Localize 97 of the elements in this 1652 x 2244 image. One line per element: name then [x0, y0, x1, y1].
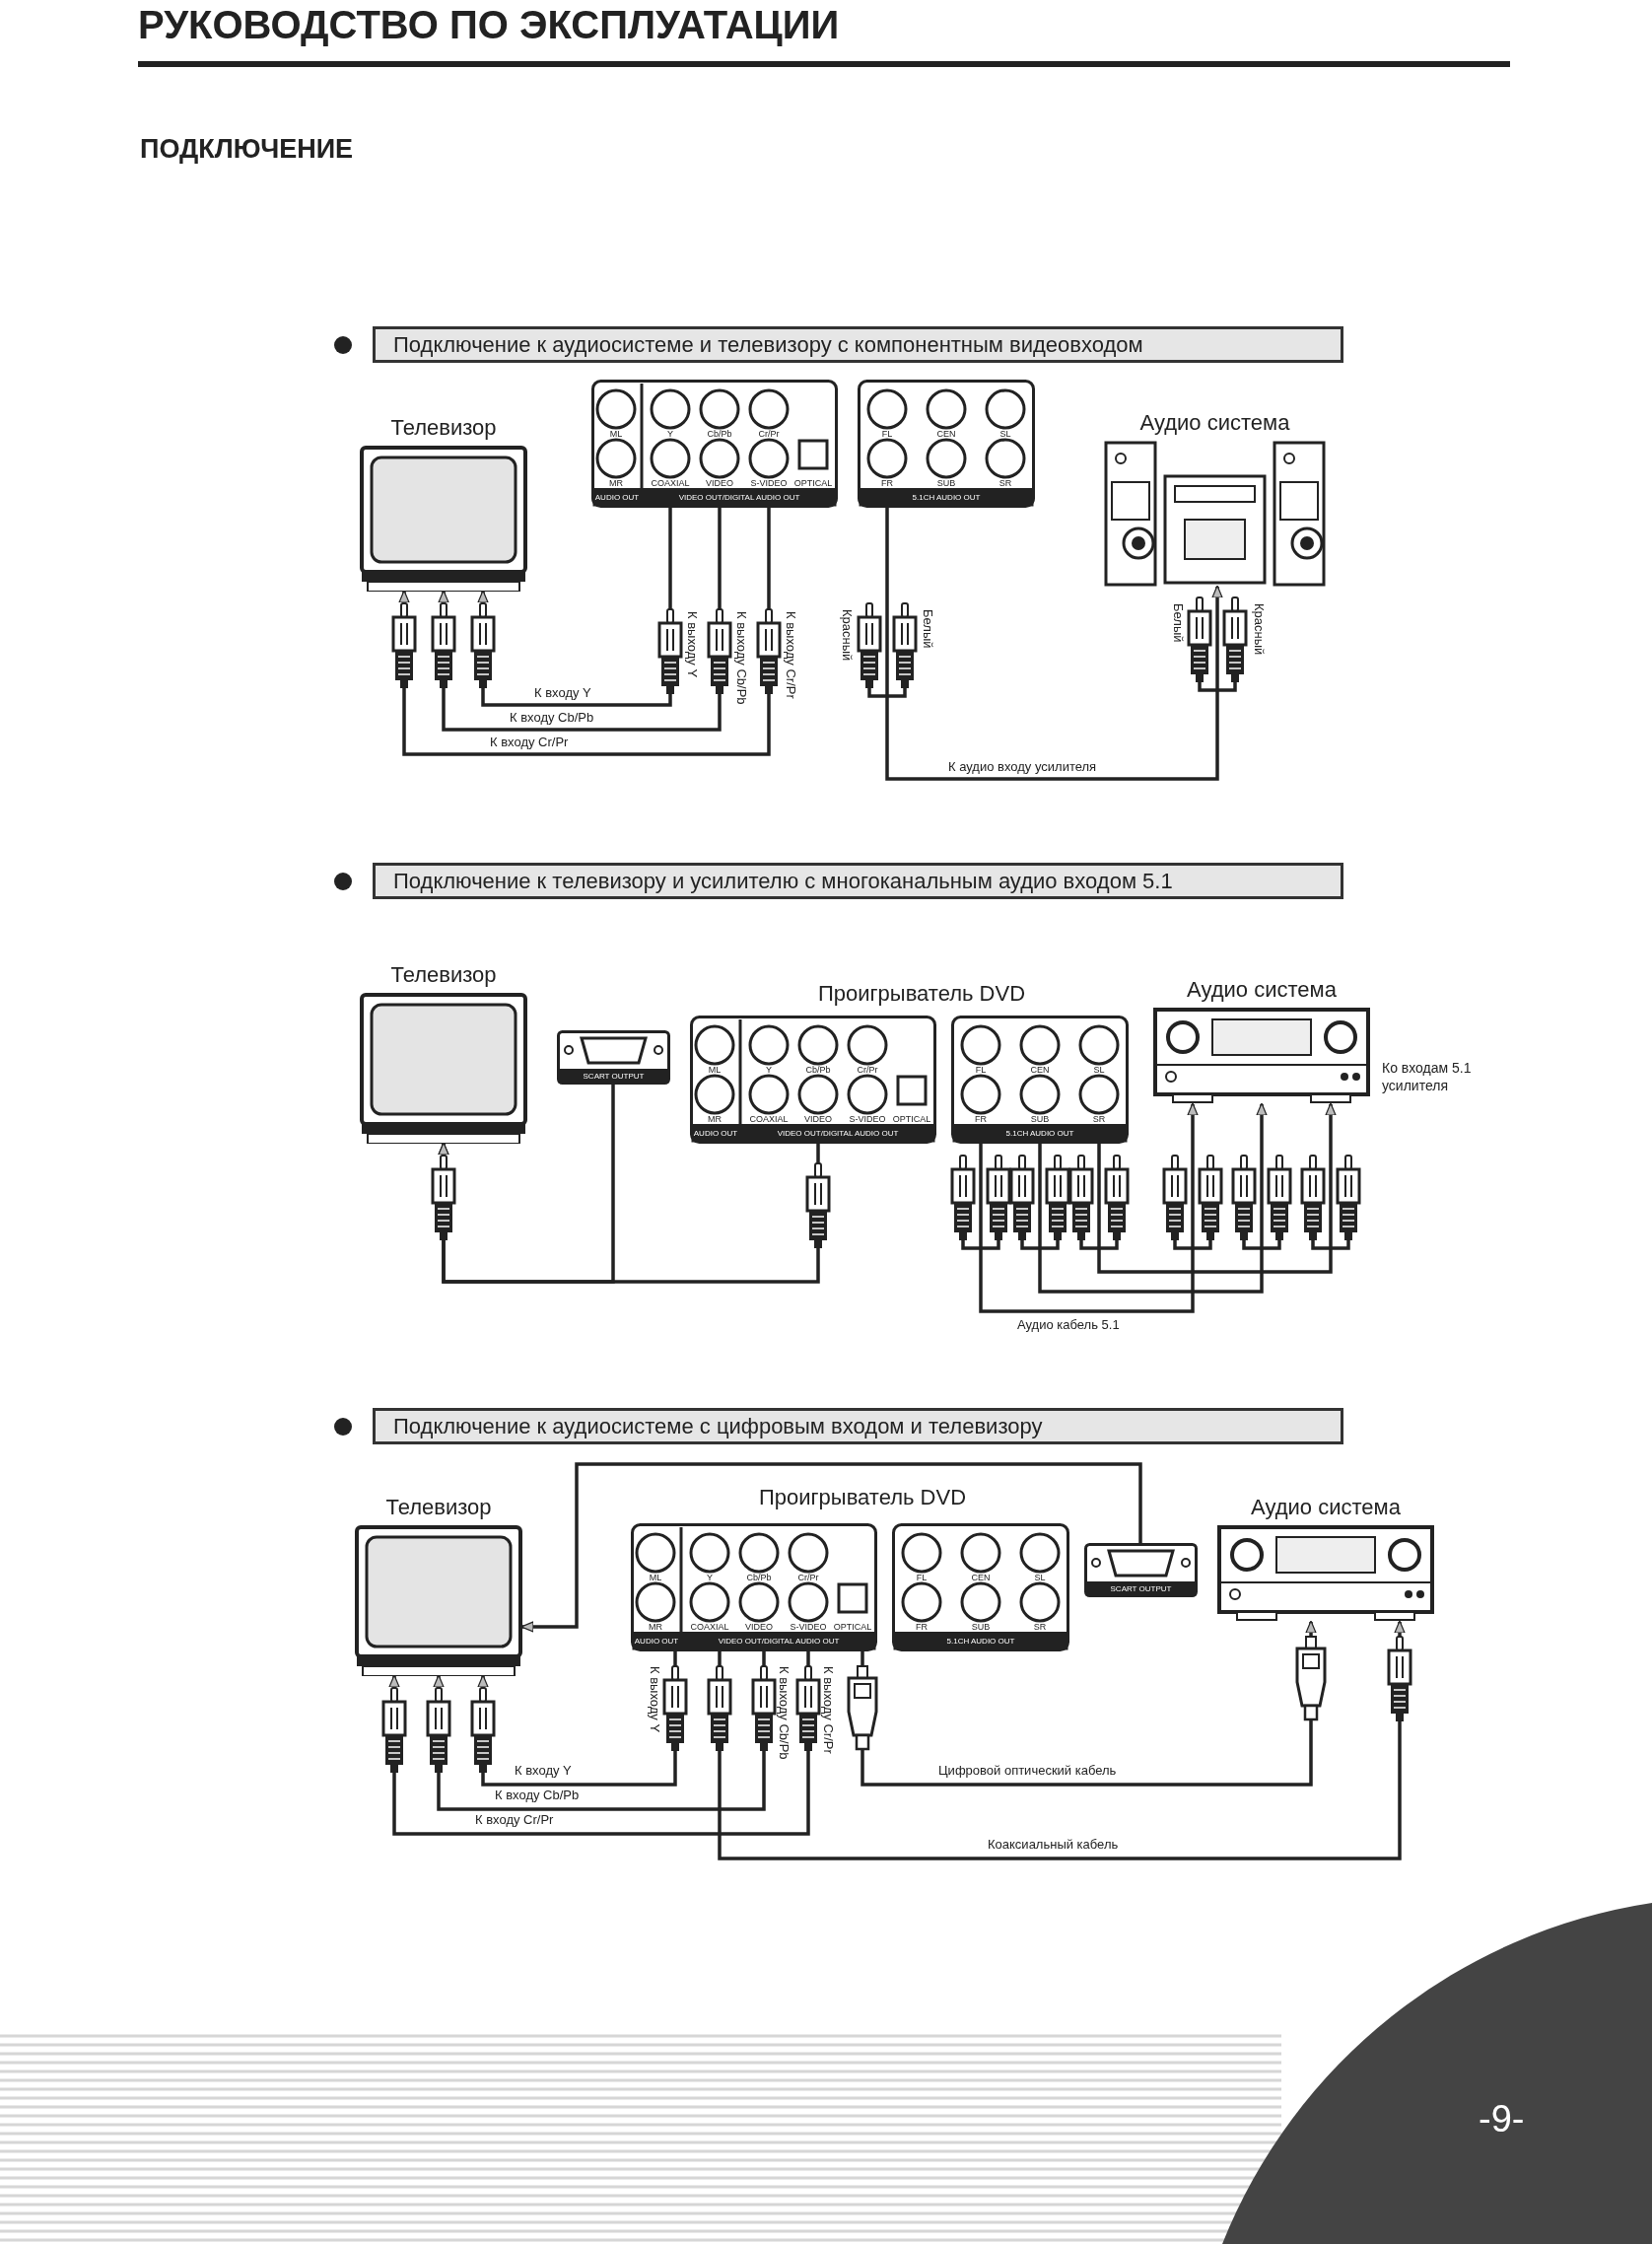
edge-label: К входу Y — [513, 1763, 574, 1779]
port-label: CEN — [936, 429, 956, 439]
port-label: ML — [609, 429, 623, 439]
port-label: OPTICAL — [892, 1114, 931, 1124]
port-label: SR — [998, 478, 1012, 488]
port-label: FL — [975, 1065, 987, 1075]
port-label: AUDIO OUT — [634, 1637, 679, 1647]
device-caption: Проигрыватель DVD — [759, 1484, 967, 1511]
cable-line — [979, 1102, 1199, 1313]
device-caption: Телевизор — [389, 961, 498, 989]
port-label: SUB — [1030, 1114, 1050, 1124]
device-caption: Аудио система — [1250, 1494, 1402, 1521]
port-label: Cb/Pb — [805, 1065, 831, 1075]
port-label: SL — [1034, 1573, 1046, 1582]
edge-label: К входу Y — [532, 685, 593, 701]
port-label: SCART OUTPUT — [1110, 1584, 1172, 1594]
port-label: AUDIO OUT — [693, 1129, 738, 1139]
port-label: S-VIDEO — [790, 1622, 827, 1632]
cable-note: Белый — [921, 609, 934, 649]
port-label: VIDEO — [804, 1114, 832, 1124]
port-label: MR — [609, 478, 623, 488]
port-label: ML — [708, 1065, 722, 1075]
port-label: SCART OUTPUT — [583, 1072, 645, 1082]
section-header: Подключение к телевизору и усилителю с многоканальным аудио входом 5.1 — [373, 863, 1343, 899]
port-label: FR — [975, 1114, 987, 1124]
cable-note: К выходу Cr/Pr — [784, 611, 797, 699]
cable-note: К выходу Cb/Pb — [777, 1666, 791, 1760]
device-caption: Аудио система — [1186, 976, 1338, 1004]
edge-label: К входу Cb/Pb — [493, 1788, 582, 1803]
device-caption: Телевизор — [384, 1494, 493, 1521]
port-label: S-VIDEO — [750, 478, 788, 488]
cable-line — [398, 508, 771, 756]
port-label: MR — [649, 1622, 662, 1632]
cable-note: К выходу Y — [648, 1666, 661, 1733]
port-label: CEN — [1030, 1065, 1050, 1075]
port-label: SUB — [936, 478, 956, 488]
port-label: CEN — [971, 1573, 991, 1582]
port-label: VIDEO OUT/DIGITAL AUDIO OUT — [678, 493, 800, 503]
cable-note: К выходу Cr/Pr — [821, 1666, 835, 1754]
edge-label: Аудио кабель 5.1 — [1015, 1317, 1122, 1333]
port-label: VIDEO OUT/DIGITAL AUDIO OUT — [718, 1637, 840, 1647]
port-label: Cb/Pb — [707, 429, 732, 439]
port-label: 5.1CH AUDIO OUT — [912, 493, 981, 503]
cable-note: Красный — [840, 609, 854, 662]
cable-note: Белый — [1171, 603, 1185, 643]
port-label: Cb/Pb — [746, 1573, 772, 1582]
port-label: COAXIAL — [749, 1114, 789, 1124]
port-label: 5.1CH AUDIO OUT — [946, 1637, 1015, 1647]
port-label: VIDEO — [706, 478, 733, 488]
cable-note: Красный — [1252, 603, 1266, 656]
port-label: Y — [707, 1573, 713, 1582]
port-label: MR — [708, 1114, 722, 1124]
device-note: Ко входам 5.1 усилителя — [1382, 1059, 1473, 1094]
device-caption: Проигрыватель DVD — [818, 980, 1026, 1008]
cable-line — [718, 1620, 1406, 1860]
cable-line — [885, 508, 1223, 781]
device-caption: Аудио система — [1138, 409, 1291, 437]
port-label: SUB — [971, 1622, 991, 1632]
port-label: 5.1CH AUDIO OUT — [1005, 1129, 1074, 1139]
port-label: OPTICAL — [833, 1622, 872, 1632]
port-label: SR — [1092, 1114, 1106, 1124]
port-label: Y — [766, 1065, 772, 1075]
edge-label: К входу Cb/Pb — [508, 710, 596, 726]
section-header: Подключение к аудиосистеме с цифровым входом и телевизору — [373, 1408, 1343, 1444]
port-label: FL — [916, 1573, 928, 1582]
port-label: FR — [916, 1622, 928, 1632]
port-label: SL — [1093, 1065, 1105, 1075]
port-label: FR — [881, 478, 893, 488]
cable-note: К выходу Cb/Pb — [734, 611, 748, 705]
port-label: VIDEO OUT/DIGITAL AUDIO OUT — [777, 1129, 899, 1139]
port-label: S-VIDEO — [849, 1114, 886, 1124]
edge-label: К входу Cr/Pr — [473, 1812, 556, 1828]
port-label: AUDIO OUT — [594, 493, 640, 503]
port-label: SR — [1033, 1622, 1047, 1632]
page-title: РУКОВОДСТВО ПО ЭКСПЛУАТАЦИИ — [138, 2, 840, 47]
port-label: COAXIAL — [690, 1622, 729, 1632]
section-heading: ПОДКЛЮЧЕНИЕ — [140, 134, 354, 165]
cable-note: К выходу Y — [685, 611, 699, 678]
edge-label: К аудио входу усилителя — [946, 759, 1099, 775]
port-label: SL — [999, 429, 1011, 439]
cable-line — [1097, 1102, 1337, 1274]
port-label: Cr/Pr — [797, 1573, 819, 1582]
port-label: OPTICAL — [793, 478, 833, 488]
port-label: FL — [881, 429, 893, 439]
edge-label: К входу Cr/Pr — [488, 735, 571, 750]
port-label: Cr/Pr — [758, 429, 780, 439]
port-label: ML — [649, 1573, 662, 1582]
port-label: COAXIAL — [651, 478, 690, 488]
section-header: Подключение к аудиосистеме и телевизору с компонентным видеовходом — [373, 326, 1343, 363]
cable-line — [388, 1651, 810, 1836]
port-label: VIDEO — [745, 1622, 773, 1632]
device-caption: Телевизор — [389, 414, 498, 442]
port-label: Y — [667, 429, 673, 439]
edge-label: Цифровой оптический кабель — [936, 1763, 1119, 1779]
page-number: -9- — [1479, 2098, 1525, 2140]
port-label: Cr/Pr — [857, 1065, 878, 1075]
cable-line — [1038, 1102, 1268, 1294]
